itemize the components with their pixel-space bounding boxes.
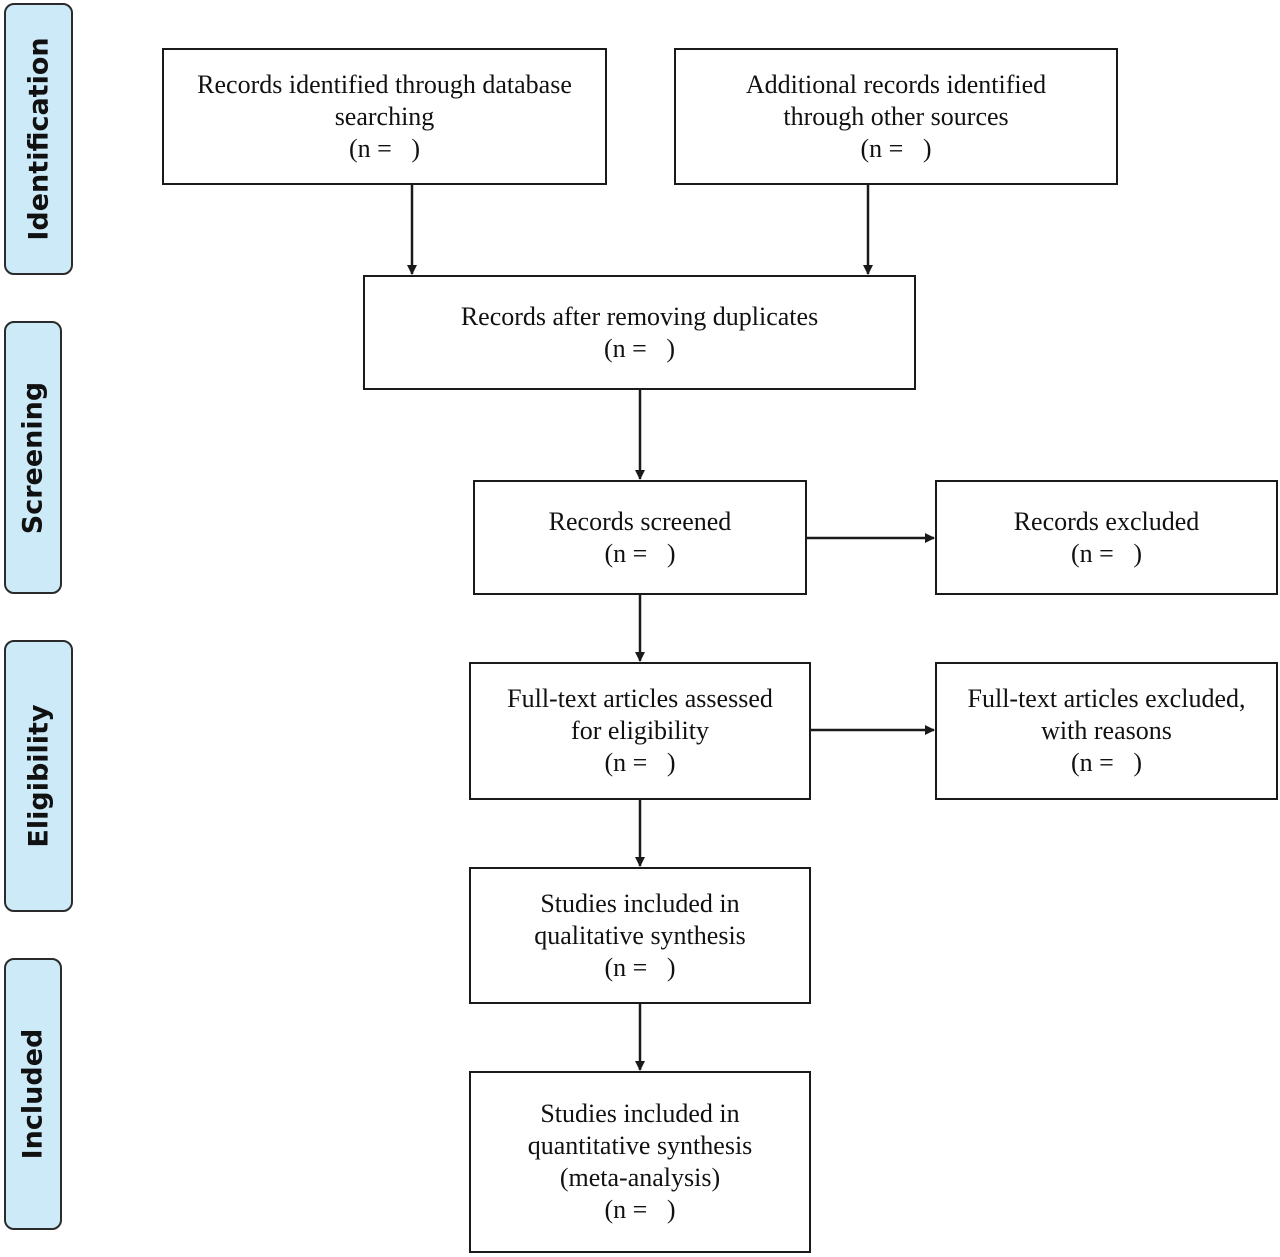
box-dedup-count: (n = ) [604, 333, 675, 363]
box-quantitative-line3: (meta-analysis) [559, 1163, 721, 1192]
box-records-database-line2: searching [334, 101, 435, 131]
box-records-database-line1: Records identified through database [197, 69, 572, 99]
box-excluded-count: (n = ) [1071, 538, 1142, 568]
box-screened-count: (n = ) [604, 538, 676, 568]
box-records-database-count: (n = ) [349, 133, 420, 163]
box-records-other-line1: Additional records identified [745, 69, 1047, 99]
box-quantitative-synthesis: Studies included in quantitative synthes… [469, 1071, 811, 1253]
box-fulltext-assessed: Full-text articles assessed for eligibil… [469, 662, 811, 800]
box-quantitative-line2: quantitative synthesis [527, 1131, 753, 1160]
box-dedup-line1: Records after removing duplicates [460, 301, 819, 331]
box-records-other-count: (n = ) [860, 133, 932, 163]
box-fulltext-line1: Full-text articles assessed [507, 684, 773, 713]
box-fulltext-excluded-count: (n = ) [1071, 748, 1142, 777]
phase-eligibility: Eligibility [4, 640, 73, 912]
box-qualitative-line2: qualitative synthesis [534, 920, 746, 950]
box-qualitative-count: (n = ) [604, 952, 676, 982]
phase-included: Included [4, 958, 62, 1230]
box-records-screened: Records screened (n = ) [473, 480, 807, 595]
box-quantitative-count: (n = ) [604, 1195, 676, 1224]
box-screened-line1: Records screened [548, 506, 732, 536]
box-qualitative-line1: Studies included in [540, 888, 740, 918]
box-fulltext-line2: for eligibility [571, 716, 709, 745]
box-fulltext-count: (n = ) [604, 748, 676, 777]
box-quantitative-line1: Studies included in [540, 1099, 740, 1128]
box-records-excluded: Records excluded (n = ) [935, 480, 1278, 595]
box-records-deduplicated: Records after removing duplicates (n = ) [363, 275, 916, 390]
box-excluded-line1: Records excluded [1013, 506, 1200, 536]
box-records-other-sources: Additional records identified through ot… [674, 48, 1118, 185]
box-fulltext-excluded-line1: Full-text articles excluded, [967, 684, 1246, 713]
box-records-other-line2: through other sources [783, 101, 1009, 131]
box-fulltext-excluded: Full-text articles excluded, with reason… [935, 662, 1278, 800]
box-fulltext-excluded-line2: with reasons [1041, 716, 1172, 745]
phase-screening: Screening [4, 321, 62, 594]
box-qualitative-synthesis: Studies included in qualitative synthesi… [469, 867, 811, 1004]
phase-identification: Identification [4, 3, 73, 275]
box-records-database: Records identified through database sear… [162, 48, 607, 185]
